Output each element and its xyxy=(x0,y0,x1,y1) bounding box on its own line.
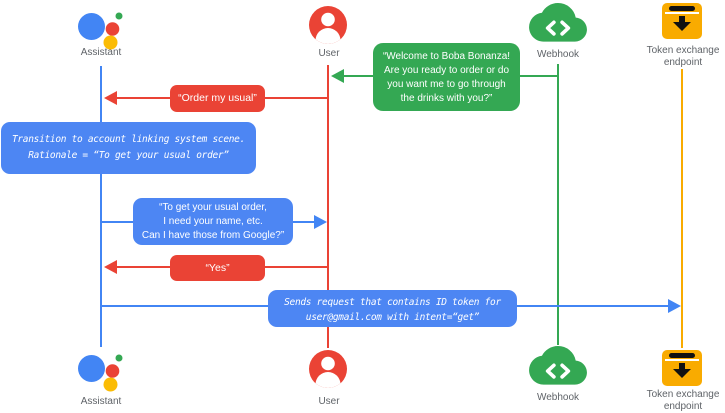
user-label-bottom: User xyxy=(318,396,340,407)
transition-note-box: Transition to account linking system sce… xyxy=(1,122,256,174)
ask-google-arrowhead xyxy=(314,215,327,229)
token-endpoint-label-bottom: Token exchange endpoint xyxy=(646,389,720,412)
cloud-code-icon xyxy=(529,346,587,385)
person-icon xyxy=(309,350,347,388)
token-inbox-download-icon xyxy=(662,350,702,386)
assistant-lifeline xyxy=(100,66,102,347)
order-usual-message-box: “Order my usual” xyxy=(170,85,265,112)
token-icon-arrow xyxy=(679,16,685,23)
google-assistant-icon xyxy=(78,354,123,392)
cloud-code-icon xyxy=(529,3,587,42)
welcome-arrowhead xyxy=(331,69,344,83)
webhook-label-top: Webhook xyxy=(536,49,580,60)
token-icon-bar xyxy=(665,12,699,14)
webhook-label-bottom: Webhook xyxy=(536,392,580,403)
user-lifeline xyxy=(327,65,329,348)
sends-request-arrowhead xyxy=(668,299,681,313)
token-icon-bar xyxy=(665,359,699,361)
order-usual-arrowhead xyxy=(104,91,117,105)
token-icon-arrowhead xyxy=(673,22,691,31)
yes-arrowhead xyxy=(104,260,117,274)
token-icon-slot xyxy=(669,353,695,358)
webhook-lifeline xyxy=(557,64,559,345)
token-inbox-download-icon xyxy=(662,3,702,39)
yes-message-box: “Yes” xyxy=(170,255,265,281)
assistant-label-top: Assistant xyxy=(80,47,122,58)
person-icon xyxy=(309,6,347,44)
ask-google-message-box: “To get your usual order, I need your na… xyxy=(133,198,293,245)
token-endpoint-label-top: Token exchange endpoint xyxy=(646,45,720,68)
welcome-message-box: “Welcome to Boba Bonanza! Are you ready … xyxy=(373,43,520,111)
user-label-top: User xyxy=(318,48,340,59)
google-assistant-icon xyxy=(78,12,123,50)
assistant-label-bottom: Assistant xyxy=(80,396,122,407)
token-icon-arrow xyxy=(679,363,685,370)
token-endpoint-lifeline xyxy=(681,69,683,348)
token-icon-slot xyxy=(669,6,695,11)
token-icon-arrowhead xyxy=(673,369,691,378)
sends-request-message-box: Sends request that contains ID token for… xyxy=(268,290,517,327)
